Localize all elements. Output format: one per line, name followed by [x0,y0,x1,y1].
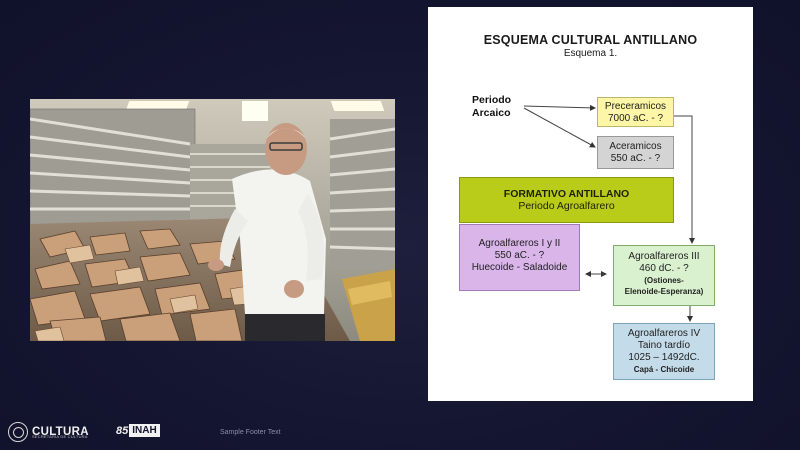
inah-anniversary-number: 85 [116,424,129,437]
preceramicos-box: Preceramicos 7000 aC. - ? [597,97,674,127]
mexico-seal-icon [8,422,28,442]
cultura-wordmark: CULTURA [32,426,89,438]
footer-text: Sample Footer Text [220,429,281,436]
agroalfareros-4-box: Agroalfareros IV Taino tardío 1025 – 149… [613,323,715,380]
agroalfareros-1-2-box: Agroalfareros I y II 550 aC. - ? Huecoid… [459,224,580,291]
cultura-subtitle: SECRETARÍA DE CULTURA [32,434,88,439]
aceramicos-box: Aceramicos 550 aC. - ? [597,136,674,169]
inah-wordmark: INAH [129,424,160,437]
cultural-scheme-diagram: ESQUEMA CULTURAL ANTILLANO Esquema 1. Pe… [428,7,753,401]
cultura-logo: CULTURA [8,421,89,443]
periodo-arcaico-label: Periodo Arcaico [472,94,512,119]
formativo-antillano-box: FORMATIVO ANTILLANO Periodo Agroalfarero [459,177,674,223]
inah-logo: 85 INAH [116,424,160,437]
diagram-subtitle: Esquema 1. [563,48,618,59]
archaeologist-photo [30,99,395,341]
agroalfareros-3-box: Agroalfareros III 460 dC. - ? (Ostiones-… [613,245,715,306]
diagram-connectors [523,104,695,322]
diagram-title: ESQUEMA CULTURAL ANTILLANO [483,33,698,47]
